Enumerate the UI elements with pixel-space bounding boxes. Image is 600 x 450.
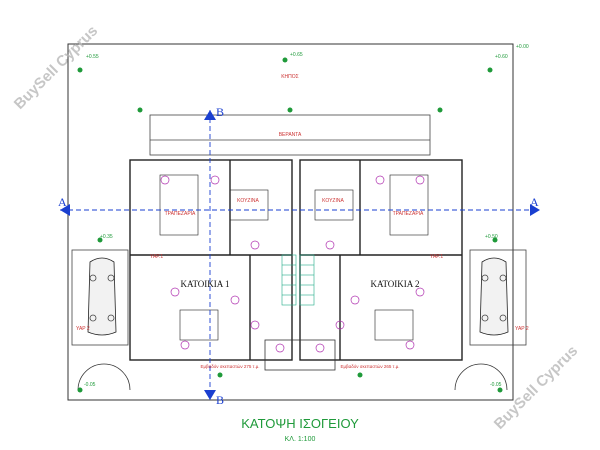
yard-right-label: ΥΑΡ 2 [515, 326, 529, 332]
room-kitchen-left-label: ΚΟΥΖΙΝΑ [237, 198, 259, 204]
room-dining-right-label: ΤΡΑΠΕΖΑΡΙΑ [393, 211, 424, 217]
section-arrows [60, 110, 540, 400]
unit-right-name: ΚΑΤΟΙΚΙΑ 2 [370, 279, 419, 289]
house-right [299, 159, 463, 361]
yard-left-label: ΥΑΡ 2 [76, 326, 90, 332]
section-b-bottom: B [216, 393, 224, 407]
room-dining-left-label: ΤΡΑΠΕΖΑΡΙΑ [165, 211, 196, 217]
level-top-mid: +0.65 [290, 52, 303, 58]
room-garden-label: ΚΗΠΟΣ [281, 74, 299, 80]
section-lines [60, 110, 540, 400]
drawing-scale: ΚΛ. 1:100 [285, 436, 316, 443]
level-top-right: +0.60 [495, 54, 508, 60]
section-b-top: B [216, 105, 224, 119]
veranda-band [149, 114, 431, 156]
level-bottom-right: -0.05 [490, 382, 502, 388]
stairs [281, 254, 315, 306]
yard1-right-label: ΥΑΡ.1 [430, 254, 443, 260]
room-markers [160, 175, 425, 353]
parking-right [469, 249, 527, 346]
yard1-left-label: ΥΑΡ.1 [150, 254, 163, 260]
drawing-title: ΚΑΤΟΨΗ ΙΣΟΓΕΙΟΥ [241, 416, 359, 431]
site-boundary [67, 43, 514, 401]
level-top-left: +0.55 [86, 54, 99, 60]
level-mid-left: +0.35 [100, 234, 113, 240]
parking-left [71, 249, 129, 346]
level-bottom-left: -0.05 [84, 382, 96, 388]
room-kitchen-right-label: ΚΟΥΖΙΝΑ [322, 198, 344, 204]
section-a-right: A [530, 195, 539, 209]
watermark-bottom: BuySell Cyprus [491, 342, 581, 432]
house-left [129, 159, 293, 361]
level-corner: +0.00 [516, 44, 529, 50]
level-mid-right: +0.50 [485, 234, 498, 240]
room-veranda-label: ΒΕΡΑΝΤΑ [279, 132, 302, 138]
watermark-top: BuySell Cyprus [11, 22, 101, 112]
unit-right-parking-note: Εμβαδόν σκεπαστών 265 τ.μ. [340, 363, 399, 369]
unit-left-name: ΚΑΤΟΙΚΙΑ 1 [180, 279, 229, 289]
gates [77, 339, 508, 391]
unit-left-parking-note: Εμβαδόν σκεπαστών 275 τ.μ. [200, 363, 259, 369]
level-markers [77, 57, 503, 393]
section-a-left: A [58, 195, 67, 209]
